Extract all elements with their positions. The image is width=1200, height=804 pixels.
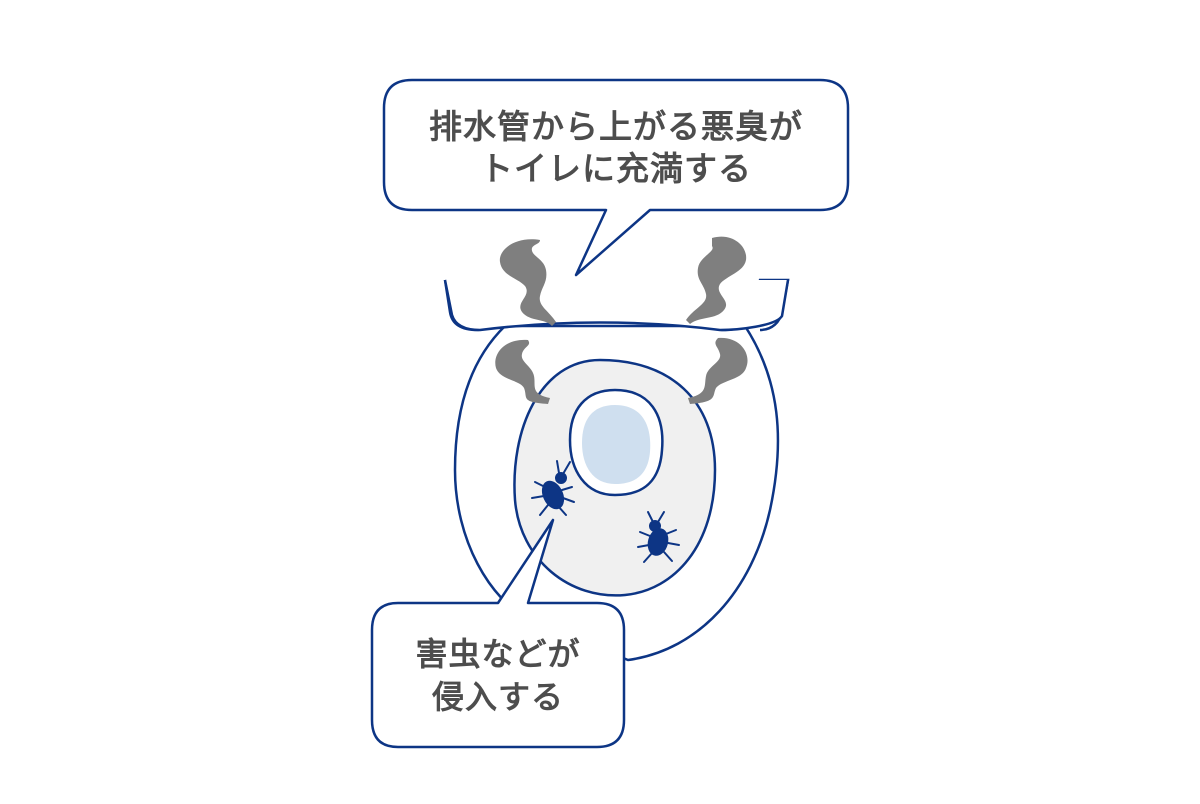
cockroach-icon bbox=[531, 460, 575, 516]
pests-callout-line2: 侵入する bbox=[431, 678, 564, 716]
odor-callout-bubble bbox=[382, 78, 850, 277]
toilet-tank-rim bbox=[443, 279, 790, 332]
cockroach-icon bbox=[637, 511, 680, 563]
pests-callout-line1: 害虫などが bbox=[415, 635, 581, 673]
smoke-icon bbox=[686, 236, 747, 324]
odor-callout-line2: トイレに充満する bbox=[480, 149, 752, 188]
pests-callout-bubble bbox=[370, 518, 626, 749]
smoke-icon bbox=[495, 339, 550, 404]
smoke-icon bbox=[499, 239, 556, 326]
smoke-icon bbox=[688, 337, 748, 404]
odor-callout-line1: 排水管から上がる悪臭が bbox=[429, 107, 803, 146]
water bbox=[582, 405, 651, 484]
